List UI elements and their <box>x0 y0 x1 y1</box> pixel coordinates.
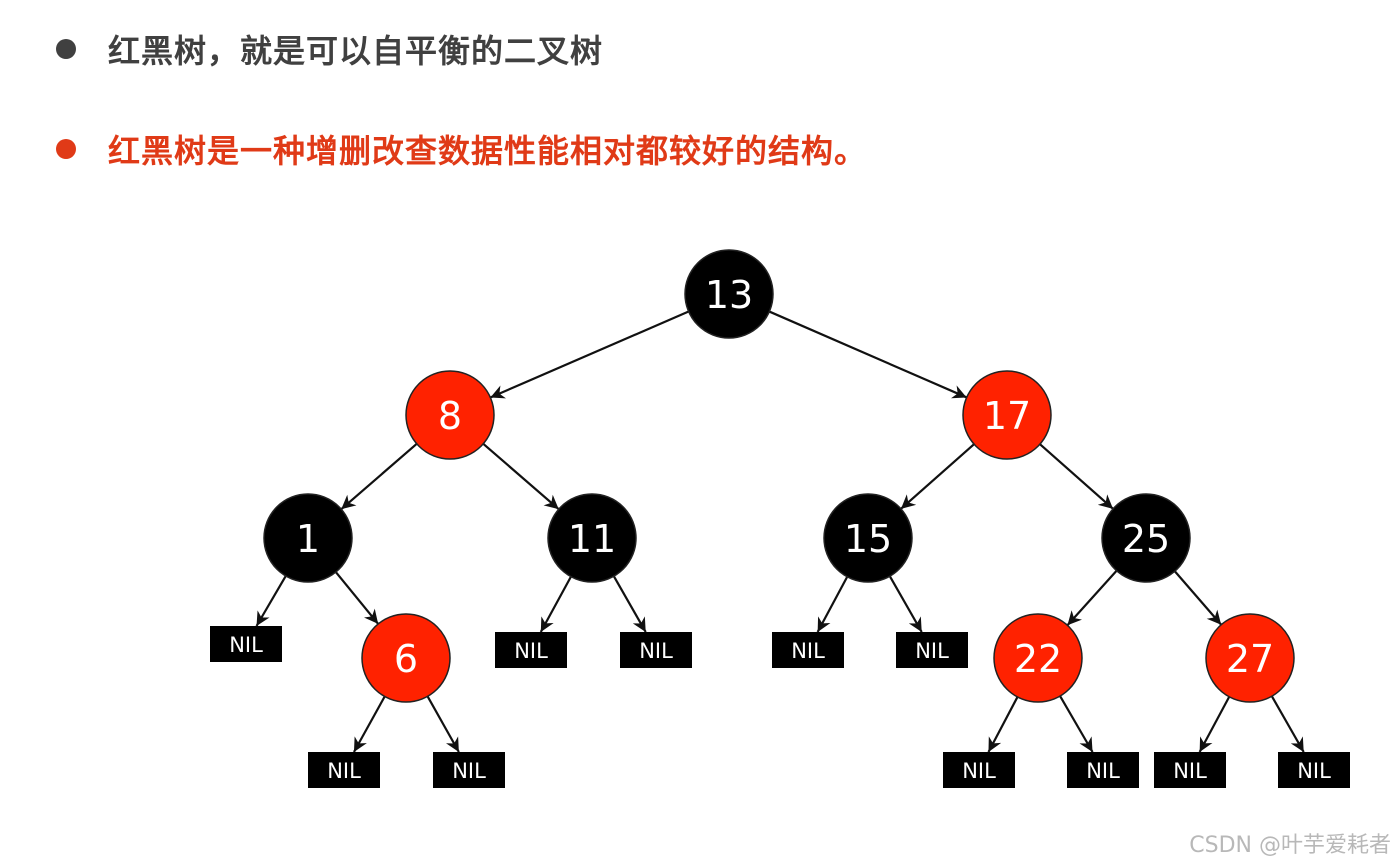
tree-node-25: 25 <box>1101 493 1191 583</box>
node-label: 22 <box>1014 637 1062 681</box>
black-node-circle <box>1101 493 1191 583</box>
edge-n22-nil8 <box>987 696 1019 753</box>
nil-label: NIL <box>452 759 486 783</box>
nil-label: NIL <box>1173 759 1207 783</box>
nil-label: NIL <box>791 639 825 663</box>
nil-label: NIL <box>327 759 361 783</box>
node-label: 17 <box>983 394 1031 438</box>
nil-leaf-box <box>943 752 1015 788</box>
edge-n13-n17 <box>768 310 968 399</box>
edge-n11-nil5 <box>612 575 647 633</box>
black-node-circle <box>263 493 353 583</box>
nil-leaf: NIL <box>210 626 282 662</box>
edge-n8-n11 <box>482 442 560 511</box>
edge-n15-nil6 <box>816 576 849 633</box>
edge-n11-nil4 <box>539 576 572 633</box>
tree-node-13: 13 <box>684 249 774 339</box>
edge-n25-n22 <box>1066 569 1118 627</box>
edge-n15-nil7 <box>888 575 923 633</box>
nil-label: NIL <box>229 633 263 657</box>
node-label: 8 <box>438 394 462 438</box>
edge-n1-n6 <box>334 571 380 625</box>
nil-label: NIL <box>915 639 949 663</box>
node-label: 27 <box>1226 637 1274 681</box>
bullet-dot-icon <box>56 139 76 159</box>
tree-node-6: 6 <box>361 613 451 703</box>
watermark: CSDN @叶芋爱耗者 <box>1189 833 1391 858</box>
edge-n27-nil11 <box>1270 695 1305 753</box>
edge-n25-n27 <box>1173 570 1223 626</box>
tree-node-22: 22 <box>993 613 1083 703</box>
bullet-text-2: 红黑树是一种增删改查数据性能相对都较好的结构。 <box>108 132 868 170</box>
nil-leaf: NIL <box>896 632 968 668</box>
black-node-circle <box>823 493 913 583</box>
edge-n6-nil3 <box>426 695 460 753</box>
edge-n17-n15 <box>900 443 975 510</box>
tree-node-8: 8 <box>405 370 495 460</box>
bullet-text-1: 红黑树，就是可以自平衡的二叉树 <box>108 32 604 70</box>
node-label: 11 <box>568 517 616 561</box>
nil-leaf: NIL <box>433 752 505 788</box>
tree-node-11: 11 <box>547 493 637 583</box>
red-node-circle <box>993 613 1083 703</box>
nil-label: NIL <box>514 639 548 663</box>
black-node-circle <box>684 249 774 339</box>
nil-label: NIL <box>639 639 673 663</box>
node-label: 1 <box>296 517 320 561</box>
tree-node-1: 1 <box>263 493 353 583</box>
edge-n6-nil2 <box>353 695 386 753</box>
node-label: 6 <box>394 637 418 681</box>
bullet-dot-icon <box>56 39 76 59</box>
edge-n13-n8 <box>489 310 690 399</box>
bullet-item-2: 红黑树是一种增删改查数据性能相对都较好的结构。 <box>56 126 867 172</box>
bullet-item-1: 红黑树，就是可以自平衡的二叉树 <box>56 26 603 72</box>
nil-leaf: NIL <box>943 752 1015 788</box>
node-label: 13 <box>705 273 753 317</box>
black-node-circle <box>547 493 637 583</box>
nil-leaf-box <box>210 626 282 662</box>
edge-n22-nil9 <box>1059 695 1094 753</box>
edge-n8-n1 <box>340 442 418 511</box>
edge-n27-nil10 <box>1198 696 1231 753</box>
nil-leaf-box <box>896 632 968 668</box>
red-node-circle <box>361 613 451 703</box>
nil-leaf: NIL <box>620 632 692 668</box>
node-label: 25 <box>1122 517 1170 561</box>
red-node-circle <box>1205 613 1295 703</box>
tree-node-27: 27 <box>1205 613 1295 703</box>
nil-leaf-box <box>1278 752 1350 788</box>
edge-n1-nil1 <box>255 575 287 627</box>
nil-leaf: NIL <box>1067 752 1139 788</box>
node-label: 15 <box>844 517 892 561</box>
red-node-circle <box>962 370 1052 460</box>
nil-leaf-box <box>433 752 505 788</box>
nil-leaf-box <box>308 752 380 788</box>
nil-leaf-box <box>495 632 567 668</box>
nil-leaf: NIL <box>308 752 380 788</box>
nil-leaf: NIL <box>1154 752 1226 788</box>
nil-label: NIL <box>1297 759 1331 783</box>
nil-label: NIL <box>1086 759 1120 783</box>
nil-leaf-box <box>1067 752 1139 788</box>
nil-label: NIL <box>962 759 996 783</box>
tree-node-15: 15 <box>823 493 913 583</box>
nil-leaf-box <box>772 632 844 668</box>
nil-leaf-box <box>1154 752 1226 788</box>
edge-n17-n25 <box>1039 443 1114 510</box>
nil-leaf: NIL <box>1278 752 1350 788</box>
edges-layer <box>255 310 1305 753</box>
nil-leaf-box <box>620 632 692 668</box>
red-node-circle <box>405 370 495 460</box>
nil-leaf: NIL <box>772 632 844 668</box>
nil-leaf: NIL <box>495 632 567 668</box>
tree-node-17: 17 <box>962 370 1052 460</box>
